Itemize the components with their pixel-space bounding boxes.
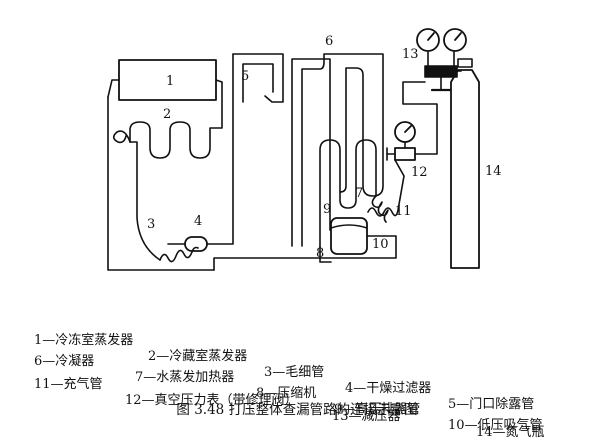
cylinder-valve [457, 58, 473, 68]
fridge-evaporator-coil [129, 79, 223, 159]
label-14: 14 [485, 164, 502, 179]
legend-item-4: 4—干燥过滤器 [345, 381, 432, 396]
freezer-outlet-tube [107, 79, 120, 98]
leak-test-piping-diagram: 1 2 3 4 5 6 7 8 9 10 11 12 13 14 [107, 28, 502, 271]
label-10: 10 [372, 237, 389, 252]
legend-item-11: 11—充气管 [34, 377, 103, 392]
nitrogen-cylinder [450, 69, 480, 269]
label-4: 4 [194, 214, 202, 229]
low-pressure-suction-tube [213, 235, 397, 271]
compressor-base [319, 245, 332, 263]
label-7: 7 [355, 186, 363, 201]
legend-item-3: 3—毛细管 [264, 365, 325, 380]
gauge-needle [404, 125, 412, 133]
outer-return-tube [107, 96, 215, 271]
capillary-coil [159, 246, 199, 263]
regulator-gauge-left-needle [427, 32, 435, 41]
compressor-top [330, 224, 368, 229]
regulator-gauge-right [443, 28, 467, 52]
label-8: 8 [316, 246, 324, 261]
legend-item-7: 7—水蒸发加热器 [135, 370, 235, 385]
legend-item-14: 14—氮气瓶 [476, 425, 545, 440]
label-13: 13 [402, 47, 419, 62]
figure-caption: 图 3.48 打压整体查漏管路的连接示意图 [176, 402, 418, 418]
dryer-filter [184, 236, 208, 252]
legend-item-9: 9—高压排器管 [334, 402, 421, 417]
legend-item-2: 2—冷藏室蒸发器 [148, 349, 248, 364]
capillary-tube [129, 141, 161, 261]
dryer-to-condenser-tube [206, 53, 234, 245]
legend-item-6: 6—冷凝器 [34, 354, 95, 369]
label-9: 9 [323, 202, 331, 217]
door-anti-dew-tube [232, 53, 284, 103]
door-anti-dew-tube-return [242, 63, 274, 103]
regulator-gauge-left [416, 28, 440, 52]
label-1: 1 [166, 74, 174, 89]
legend-item-5: 5—门口除露管 [448, 397, 535, 412]
legend-item-13: 13—减压器 [332, 409, 401, 424]
water-evap-heater-coil [371, 195, 389, 223]
high-pressure-discharge-tube [319, 139, 377, 247]
label-2: 2 [163, 107, 171, 122]
legend-item-8: 8—压缩机 [256, 386, 317, 401]
label-6: 6 [325, 34, 333, 49]
regulator-gauge-right-needle [454, 32, 462, 41]
condenser-outer [291, 58, 331, 247]
compressor-body [330, 217, 368, 255]
legend-item-1: 1—冷冻室蒸发器 [34, 333, 134, 348]
pressure-regulator-body [424, 65, 458, 78]
label-12: 12 [411, 165, 428, 180]
charging-tube [367, 159, 405, 217]
vacuum-pressure-gauge [394, 121, 416, 143]
label-11: 11 [395, 204, 412, 219]
label-5: 5 [241, 69, 249, 84]
valve-to-regulator-hose [402, 81, 438, 155]
coil-small-loop [112, 130, 131, 144]
condenser-coil [301, 53, 384, 247]
legend-item-12: 12—真空压力表（带修理阀） [125, 393, 298, 408]
repair-valve-body [394, 147, 416, 161]
legend-row-1: 1—冷冻室蒸发器 2—冷藏室蒸发器 3—毛细管 4—干燥过滤器 5—门口除露管 [34, 317, 594, 413]
label-3: 3 [147, 217, 155, 232]
